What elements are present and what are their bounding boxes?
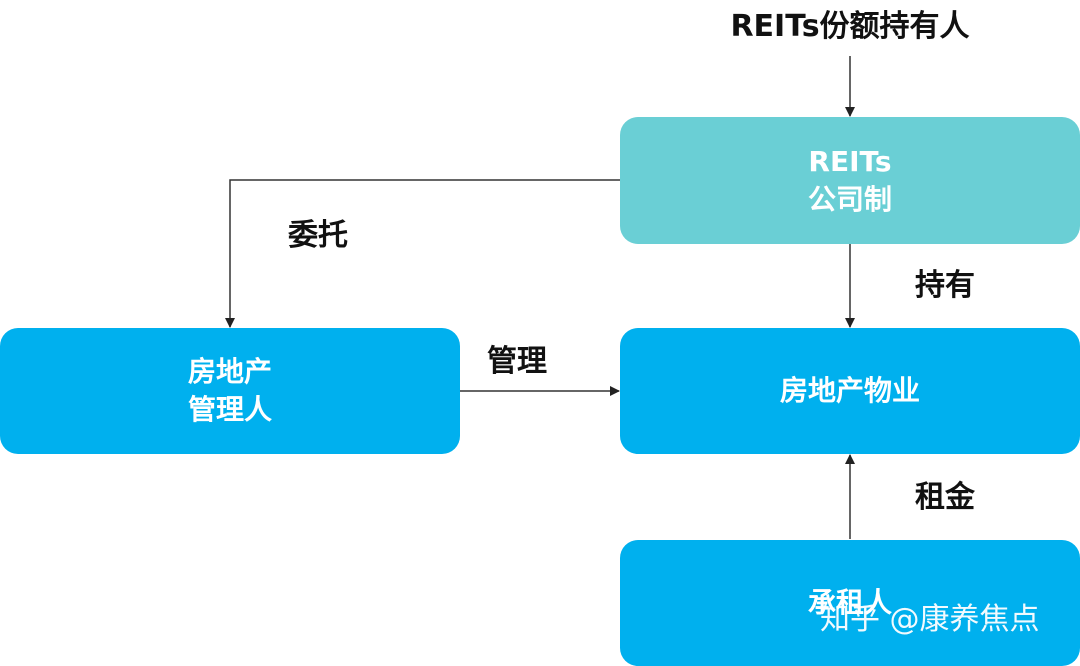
watermark: 知乎 @康养焦点 <box>820 602 1040 637</box>
property-node: 房地产物业 <box>620 328 1080 454</box>
property-manager-line1: 房地产 <box>187 355 272 388</box>
tenant-label: 承租人 <box>807 586 892 619</box>
arrow-reits-to-manager <box>225 179 620 328</box>
reits-company-line2: 公司制 <box>807 182 892 216</box>
property-manager-node: 房地产 管理人 <box>0 328 460 454</box>
edge-label-hold: 持有 <box>915 268 975 303</box>
edge-label-manage: 管理 <box>487 344 547 379</box>
reits-holders-label: REITs份额持有人 <box>730 9 970 44</box>
property-label: 房地产物业 <box>779 374 920 407</box>
reits-company-node: REITs 公司制 <box>620 117 1080 244</box>
reits-company-line1: REITs <box>808 144 892 178</box>
tenant-node: 承租人 <box>620 540 1080 666</box>
edge-label-rent: 租金 <box>915 480 975 515</box>
edge-label-delegate: 委托 <box>288 218 348 253</box>
property-manager-line2: 管理人 <box>187 393 272 426</box>
